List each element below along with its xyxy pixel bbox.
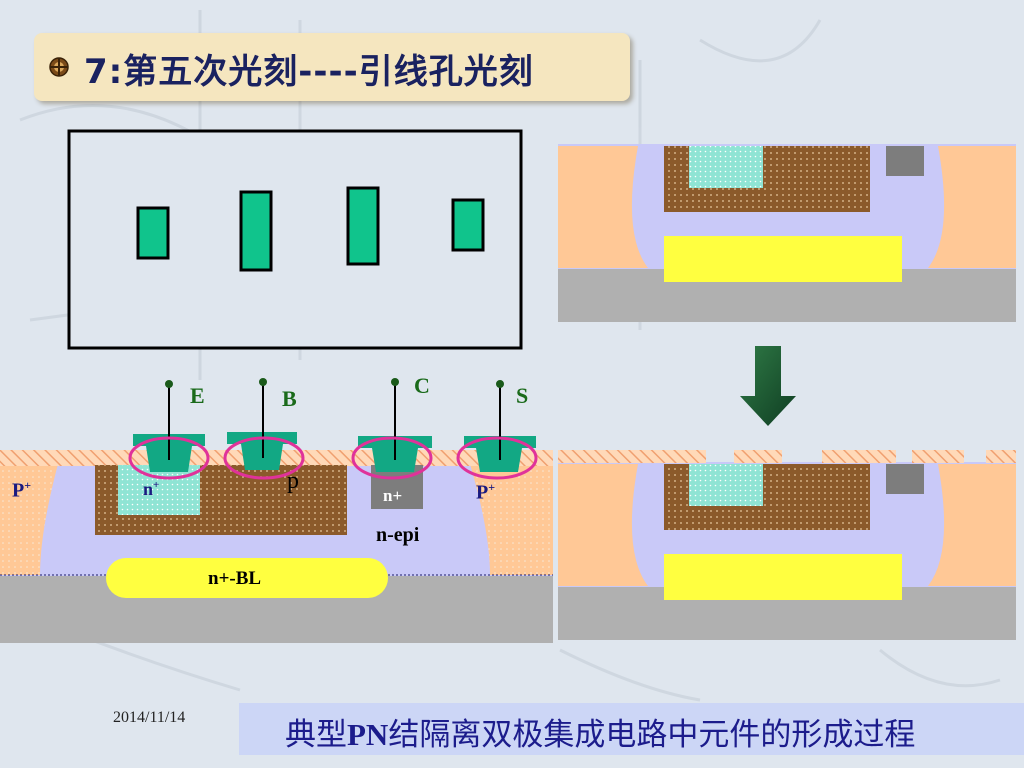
date-label: 2014/11/14: [113, 709, 186, 726]
mask-window-b: [239, 190, 273, 272]
cross-section-before: [558, 144, 1016, 322]
terminal-dot-c: [391, 378, 399, 386]
footer-caption: 典型PN结隔离双极集成电路中元件的形成过程: [285, 717, 916, 753]
footer-banner: [239, 703, 1024, 755]
p-base-label: p: [287, 468, 299, 494]
ring-b: [223, 436, 305, 480]
terminal-e-label: E: [190, 383, 205, 408]
ring-c: [351, 436, 433, 480]
device-cross-section: [0, 378, 553, 643]
n-epi-label: n-epi: [376, 524, 420, 546]
gear-bullet-icon: [49, 57, 69, 77]
mask-layout: [67, 129, 523, 350]
p-plus-left-label: P+: [12, 478, 32, 502]
p-plus-isolation-left: [0, 464, 58, 575]
buried-layer: [106, 558, 388, 598]
terminal-b-label: B: [282, 386, 297, 411]
buried-layer-label: n+-BL: [208, 568, 262, 589]
mask-window-e: [136, 206, 170, 260]
mask-window-c: [346, 186, 380, 266]
terminal-dot-b: [259, 378, 267, 386]
page-title: 7:第五次光刻----引线孔光刻: [84, 52, 534, 92]
terminal-c-label: C: [414, 373, 430, 398]
cross-section-after: [558, 450, 1016, 640]
terminal-dot-e: [165, 380, 173, 388]
n-plus-emitter-label: n+: [143, 479, 160, 499]
mask-window-s: [451, 198, 485, 252]
title-banner: [34, 33, 630, 101]
n-plus-collector-label: n+: [383, 486, 403, 505]
terminal-dot-s: [496, 380, 504, 388]
down-arrow-icon: [740, 346, 796, 426]
p-plus-isolation-right: [470, 464, 553, 575]
ring-e: [128, 436, 210, 480]
n-plus-emitter-region: [118, 465, 200, 515]
ring-s: [456, 436, 538, 480]
p-plus-right-label: P+: [476, 480, 496, 504]
terminal-s-label: S: [516, 383, 529, 408]
n-plus-collector-region: [371, 465, 423, 509]
